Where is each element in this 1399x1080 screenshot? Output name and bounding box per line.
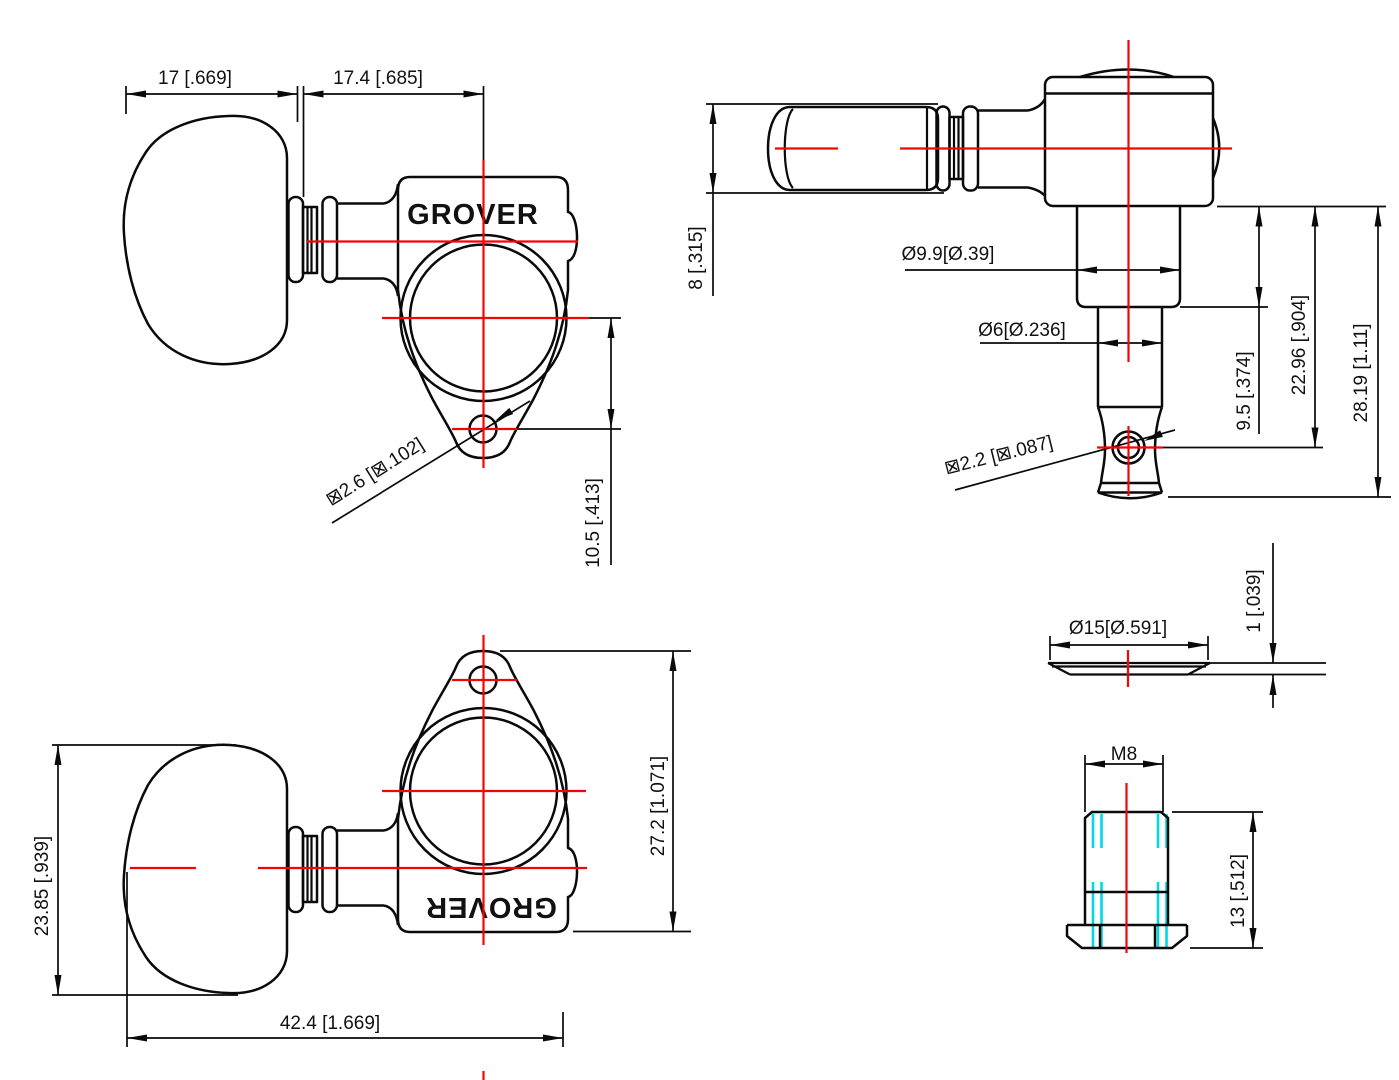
post-waist (1096, 406, 1164, 484)
dimension-lines-side-bottom (52, 650, 691, 1047)
dim-washer-thickness: 1 [.039] (1244, 569, 1265, 632)
dimension-arrows (126, 90, 615, 429)
dimension-lines-side-top (125, 86, 621, 565)
dimension-arrows (1085, 760, 1257, 948)
washer-view: Ø15[Ø.591] 1 [.039] (1047, 543, 1326, 708)
top-view: 8 [.315] Ø9.9[Ø.39] Ø6[Ø.236] ⊠2.2 [⊠.08… (686, 68, 1391, 500)
thread-lines (1091, 814, 1168, 947)
dim-nut-height: 13 [.512] (1228, 854, 1249, 928)
dim-bushing-length: 9.5 [.374] (1234, 351, 1255, 430)
string-post (1096, 307, 1164, 409)
dimension-arrows (709, 104, 1382, 497)
dim-string-hole-depth: 22.96 [.904] (1289, 295, 1310, 395)
dim-string-hole-dia: ⊠2.2 [⊠.087] (942, 432, 1055, 479)
brand-label-rotated: GROVER (425, 891, 557, 923)
dim-knob-thickness: 8 [.315] (686, 226, 707, 289)
dim-thread-size: M8 (1111, 744, 1137, 765)
dim-knob-width: 17 [.669] (158, 68, 232, 89)
centerlines (130, 40, 1232, 1080)
dim-post-dia: Ø6[Ø.236] (978, 320, 1066, 341)
leader-line (331, 400, 531, 524)
dim-washer-od: Ø15[Ø.591] (1069, 618, 1167, 639)
dim-overall-length: 28.19 [1.11] (1351, 324, 1372, 423)
post-cap (1096, 481, 1164, 500)
brand-label: GROVER (407, 199, 539, 231)
leader-line (954, 429, 1176, 491)
dim-bushing-dia: Ø9.9[Ø.39] (902, 244, 995, 265)
side-view-bottom: GROVER 23.85 [.939] 42.4 [1.669] 27.2 [1… (32, 649, 691, 1047)
dimension-lines-washer (1049, 543, 1326, 708)
dim-body-height: 27.2 [1.071] (648, 756, 669, 856)
shaft-lines (978, 109, 1028, 189)
dim-hole-offset: 10.5 [.413] (583, 478, 604, 568)
nut-view: M8 13 [.512] (1065, 744, 1263, 950)
dimension-arrows (1050, 641, 1277, 695)
dim-knob-height: 23.85 [.939] (32, 836, 53, 936)
dimension-arrows (54, 651, 677, 1042)
dimension-lines-top-view (706, 103, 1391, 498)
dim-mount-hole-dia: ⊠2.6 [⊠.102] (322, 434, 427, 511)
dim-overall-length-bottom: 42.4 [1.669] (280, 1013, 380, 1034)
dim-body-width: 17.4 [.685] (333, 68, 423, 89)
